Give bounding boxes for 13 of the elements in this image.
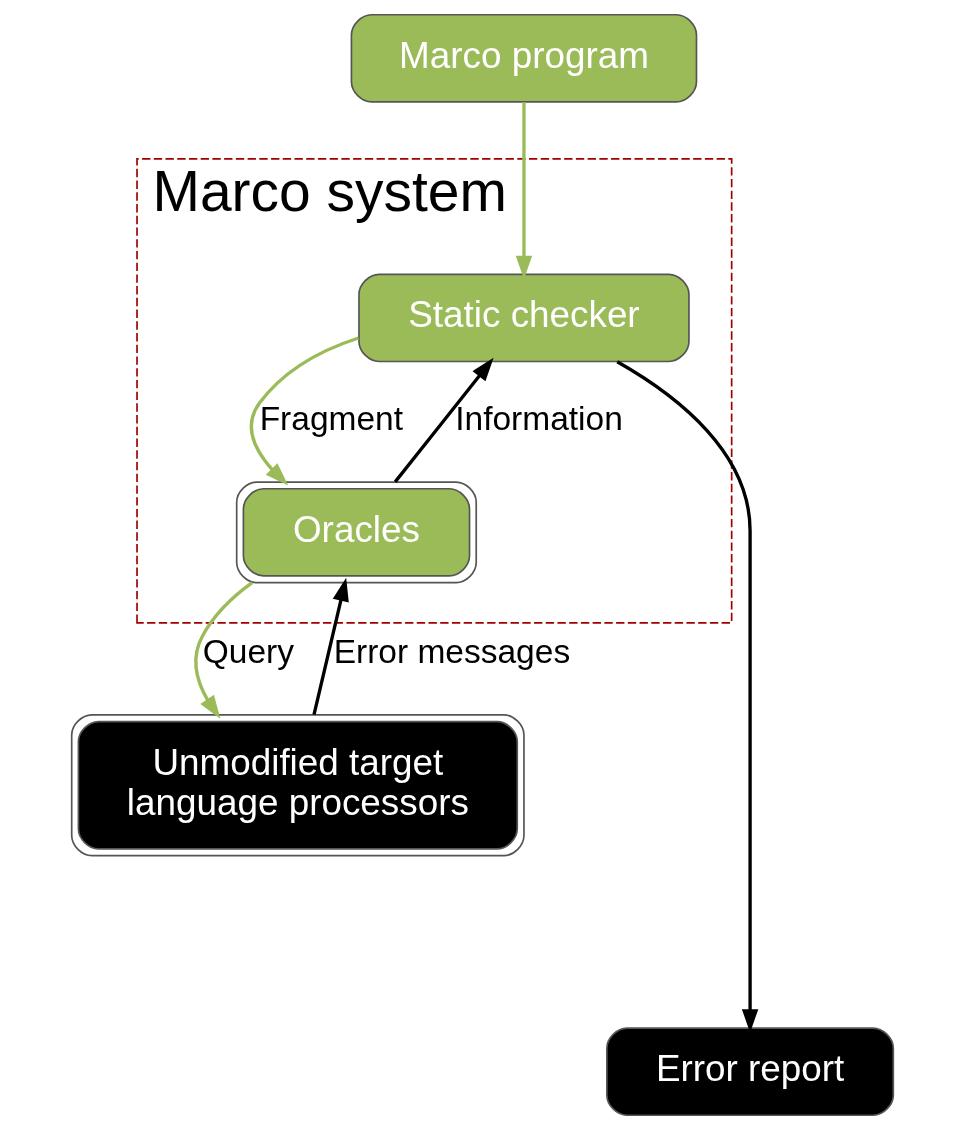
- edge-label: Information: [455, 400, 623, 438]
- node-box: Static checker: [358, 273, 690, 363]
- node-box: Error report: [606, 1027, 895, 1117]
- node-box: Marco program: [350, 13, 698, 103]
- arrow: [393, 357, 494, 483]
- edge-label: Query: [202, 632, 295, 670]
- arrow: [312, 577, 349, 716]
- node-box: Unmodified target language processors: [70, 714, 525, 857]
- arrow: [249, 336, 360, 486]
- edge-label: Fragment: [259, 400, 404, 438]
- arrow: [194, 581, 254, 719]
- node-box: Oracles: [235, 481, 478, 584]
- edge-label: Error messages: [333, 632, 571, 670]
